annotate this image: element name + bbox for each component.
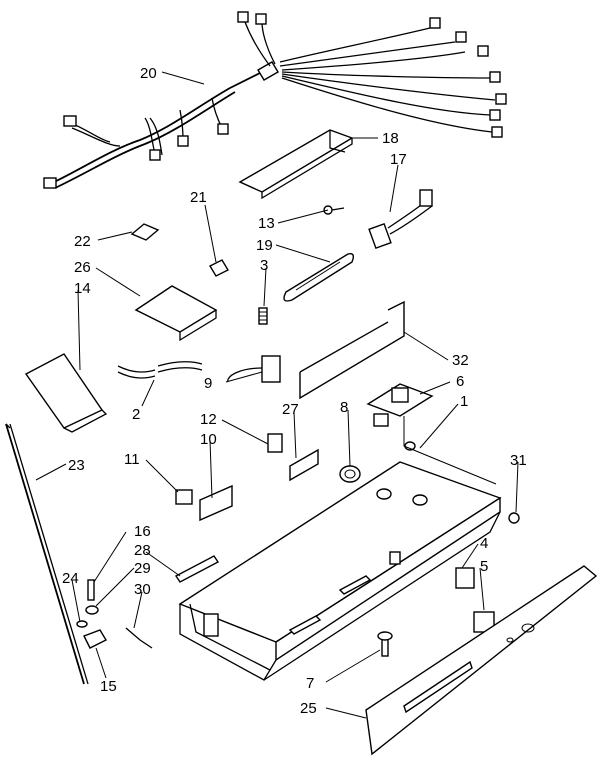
part-12-switch bbox=[267, 433, 283, 453]
part-27-label bbox=[289, 448, 319, 482]
part-31-screw bbox=[508, 512, 520, 524]
callout-17: 17 bbox=[390, 151, 407, 168]
part-9-switch bbox=[227, 355, 281, 383]
callout-9: 9 bbox=[204, 375, 212, 392]
callout-14: 14 bbox=[74, 280, 91, 297]
part-2-tube bbox=[117, 361, 203, 379]
callout-22: 22 bbox=[74, 233, 91, 250]
part-21-clip bbox=[209, 259, 229, 277]
part-8-grommet bbox=[339, 465, 361, 483]
callout-18: 18 bbox=[382, 130, 399, 147]
callout-12: 12 bbox=[200, 411, 217, 428]
part-14-shield bbox=[24, 353, 108, 433]
part-32-label bbox=[299, 300, 405, 400]
part-15-pivot bbox=[83, 629, 107, 649]
callout-4: 4 bbox=[480, 535, 488, 552]
part-24-washer bbox=[76, 620, 88, 628]
callout-16: 16 bbox=[134, 523, 151, 540]
callout-13: 13 bbox=[258, 215, 275, 232]
part-3-screw bbox=[258, 307, 268, 325]
part-22-clip bbox=[130, 223, 160, 241]
callout-31: 31 bbox=[510, 452, 527, 469]
part-11-clip bbox=[175, 489, 193, 505]
callout-20: 20 bbox=[140, 65, 157, 82]
part-4-switch bbox=[455, 567, 475, 589]
callout-24: 24 bbox=[62, 570, 79, 587]
callout-19: 19 bbox=[256, 237, 273, 254]
callout-labels: 20 18 17 21 13 22 19 26 3 14 32 6 9 8 1 … bbox=[62, 65, 527, 717]
part-10-label bbox=[199, 484, 233, 522]
callout-3: 3 bbox=[260, 257, 268, 274]
callout-1: 1 bbox=[460, 393, 468, 410]
part-7-screw bbox=[377, 631, 393, 657]
callout-21: 21 bbox=[190, 189, 207, 206]
part-30-spring bbox=[125, 627, 153, 649]
leader-lines bbox=[35, 71, 519, 719]
callout-2: 2 bbox=[132, 406, 140, 423]
part-1-housing bbox=[178, 416, 502, 681]
callout-32: 32 bbox=[452, 352, 469, 369]
part-29-washer bbox=[85, 605, 99, 615]
callout-8: 8 bbox=[340, 399, 348, 416]
callout-26: 26 bbox=[74, 259, 91, 276]
callout-28: 28 bbox=[134, 542, 151, 559]
callout-5: 5 bbox=[480, 558, 488, 575]
callout-27: 27 bbox=[282, 401, 299, 418]
part-28-bracket bbox=[174, 555, 220, 583]
part-17-sensor bbox=[368, 189, 433, 250]
part-25-front-panel bbox=[365, 565, 598, 756]
part-26-bracket bbox=[134, 285, 218, 342]
callout-10: 10 bbox=[200, 431, 217, 448]
part-6-control-board bbox=[366, 383, 434, 427]
callout-15: 15 bbox=[100, 678, 117, 695]
part-23-rod bbox=[5, 423, 89, 685]
callout-7: 7 bbox=[306, 675, 314, 692]
callout-30: 30 bbox=[134, 581, 151, 598]
callout-25: 25 bbox=[300, 700, 317, 717]
callout-11: 11 bbox=[124, 451, 140, 468]
part-18-cover bbox=[238, 129, 354, 200]
wire-harness bbox=[43, 11, 507, 189]
part-16-screw bbox=[87, 579, 95, 601]
callout-23: 23 bbox=[68, 457, 85, 474]
callout-6: 6 bbox=[456, 373, 464, 390]
part-13-screw bbox=[323, 205, 345, 215]
part-19-rod bbox=[283, 252, 355, 302]
callout-29: 29 bbox=[134, 560, 151, 577]
